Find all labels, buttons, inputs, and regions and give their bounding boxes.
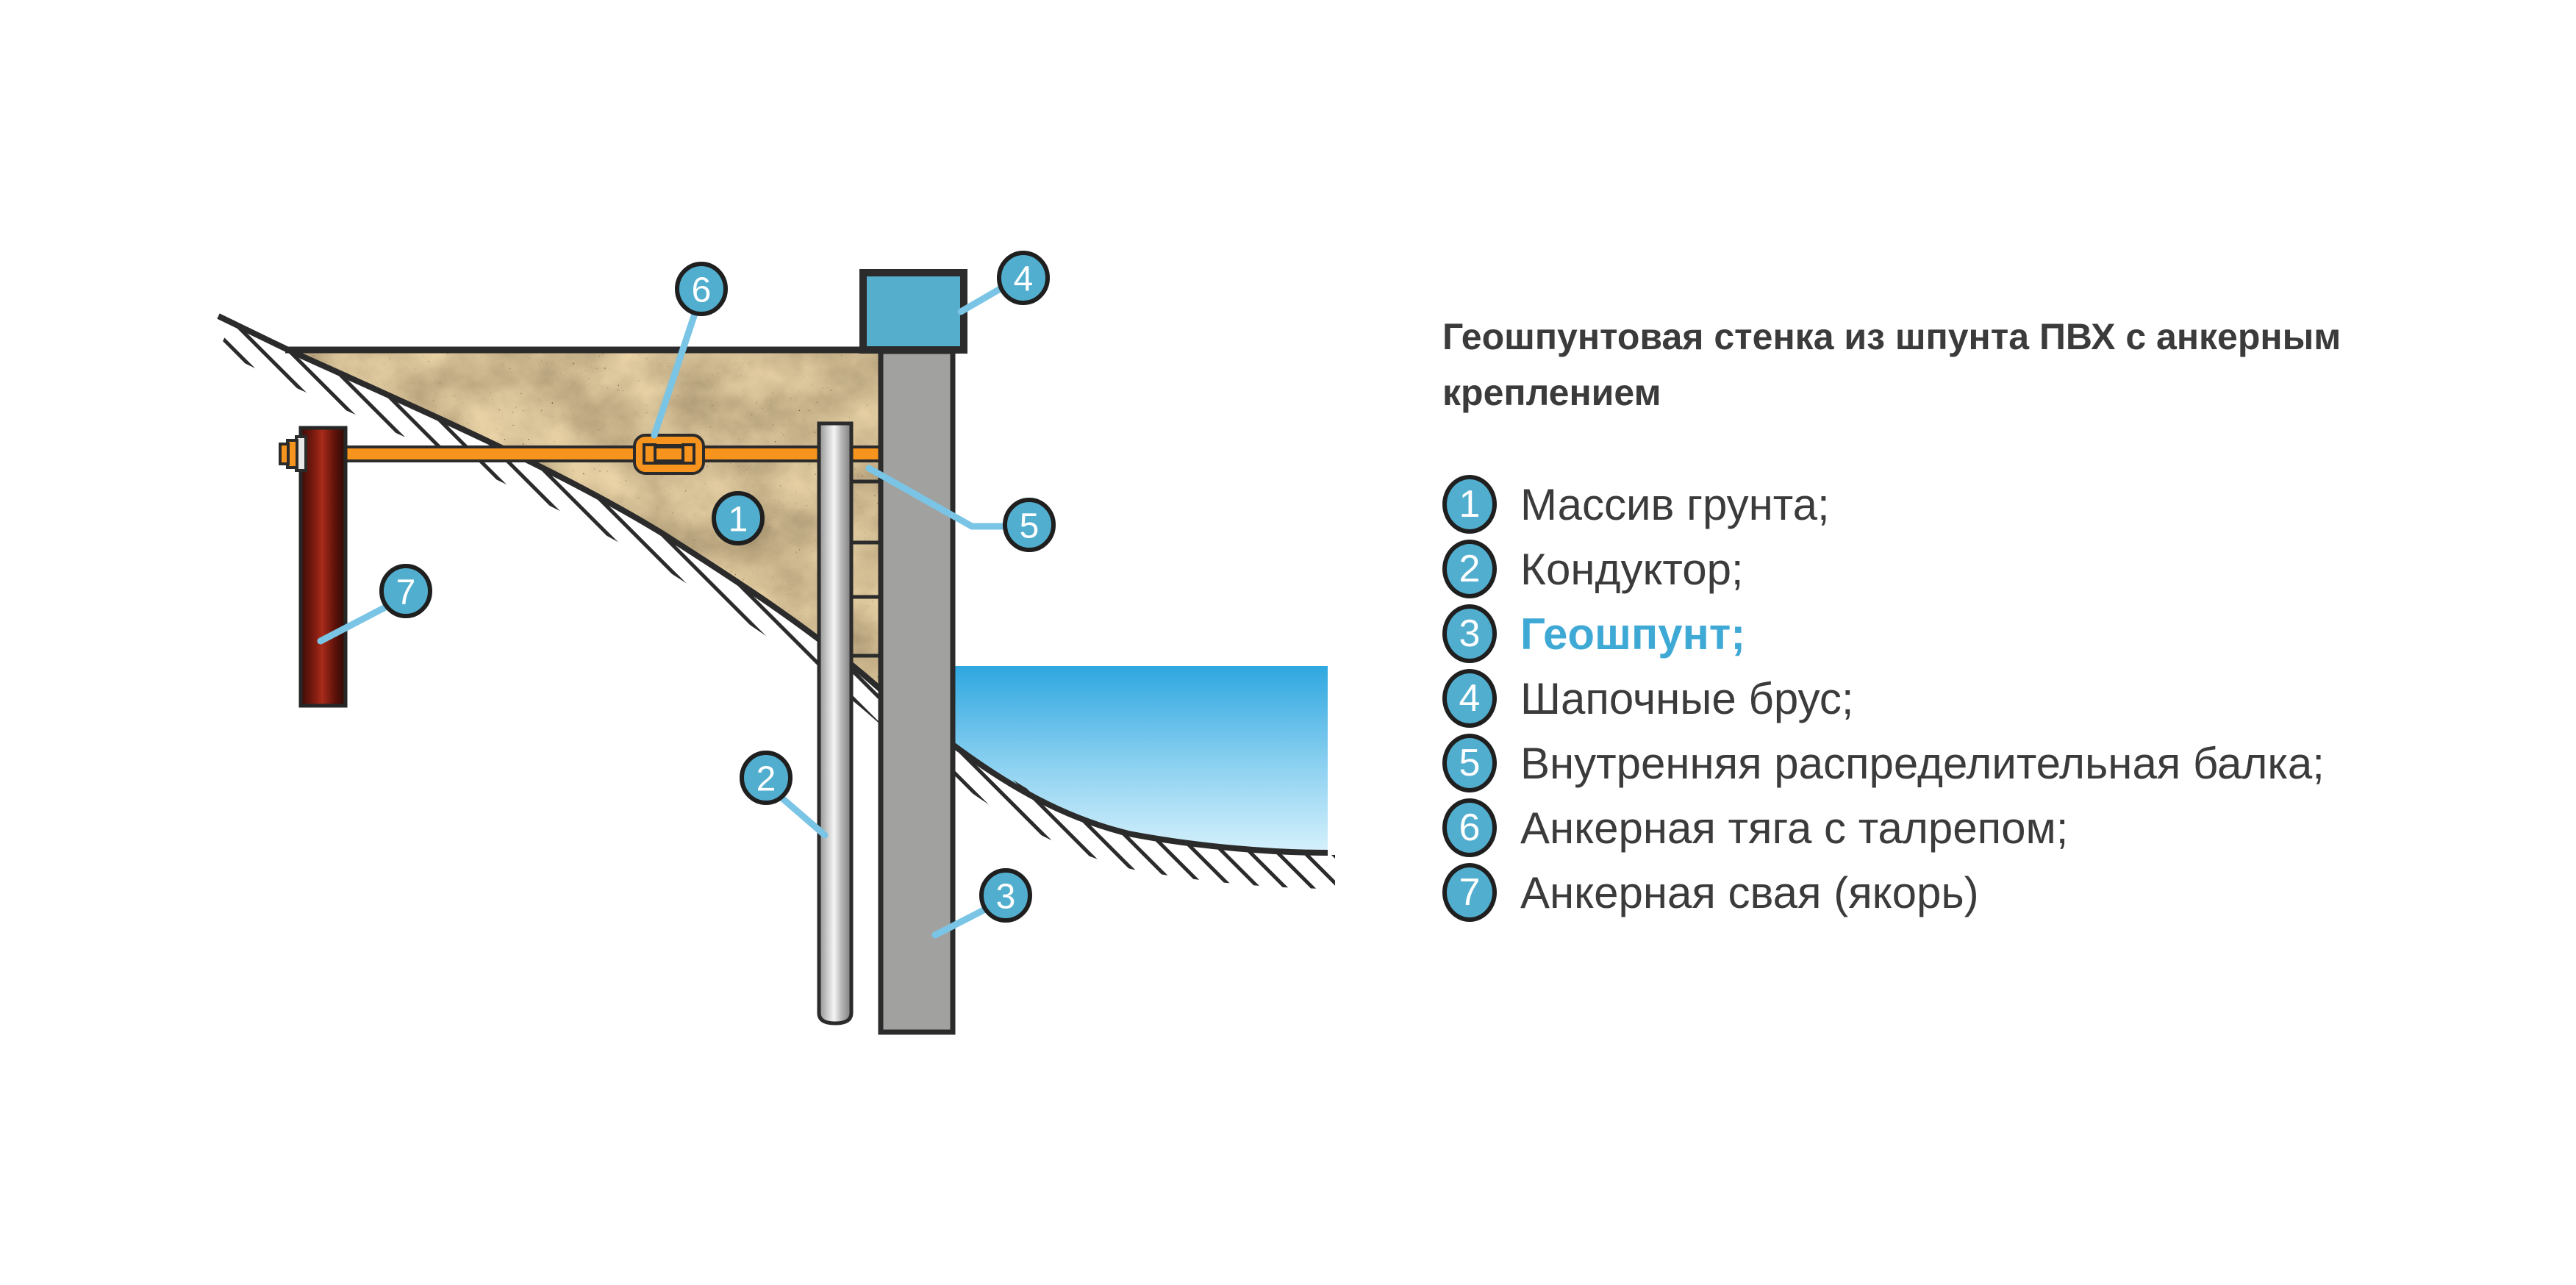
turnbuckle: [633, 434, 705, 475]
leader-lines: [317, 284, 1009, 939]
legend-item-3-label: Геошпунт;: [1520, 609, 1746, 659]
legend-item-7: 7 Анкерная свая (якорь): [1442, 860, 2545, 925]
callout-1-number: 1: [729, 501, 748, 540]
callout-6-number: 6: [692, 271, 712, 310]
callout-7-number: 7: [396, 573, 416, 612]
legend-item-1-number: 1: [1442, 475, 1497, 534]
water-body: [953, 666, 1328, 853]
legend-item-3: 3 Геошпунт;: [1442, 601, 2545, 666]
legend-item-2-number: 2: [1442, 540, 1497, 598]
diagram-title-line-2: креплением: [1442, 372, 1661, 413]
legend-item-3-number: 3: [1442, 604, 1497, 663]
legend-item-5: 5 Внутренняя распределительная балка;: [1442, 731, 2545, 795]
callout-6: 6: [675, 262, 728, 316]
callout-4: 4: [997, 251, 1050, 305]
legend-item-4: 4 Шапочные брус;: [1442, 666, 2545, 731]
cap-beam: [859, 269, 967, 354]
callout-1: 1: [712, 491, 765, 545]
anchor-pile: [298, 426, 348, 708]
legend-item-7-number: 7: [1442, 863, 1497, 922]
legend-item-6: 6 Анкерная тяга с талрепом;: [1442, 795, 2545, 860]
callout-3: 3: [979, 868, 1032, 923]
diagram-title-line-1: Геошпунтовая стенка из шпунта ПВХ с анке…: [1442, 316, 2341, 357]
legend-item-4-number: 4: [1442, 669, 1497, 728]
legend-panel: Геошпунтовая стенка из шпунта ПВХ с анке…: [1442, 309, 2545, 925]
sheet-pile-wall: [878, 348, 956, 1035]
callout-2-number: 2: [756, 760, 776, 799]
callout-5-number: 5: [1020, 507, 1040, 546]
leader-3: [931, 906, 989, 939]
legend-item-1: 1 Массив грунта;: [1442, 472, 2545, 537]
callout-4-number: 4: [1014, 260, 1034, 299]
wall-interlock-ticks: [850, 479, 882, 658]
legend-item-7-label: Анкерная свая (якорь): [1520, 867, 1979, 917]
diagram-title: Геошпунтовая стенка из шпунта ПВХ с анке…: [1442, 309, 2545, 420]
leader-2: [778, 794, 829, 839]
legend-item-5-label: Внутренняя распределительная балка;: [1520, 738, 2325, 788]
callout-circles: 1 2 3 4 5 6 7: [379, 251, 1056, 923]
callout-7: 7: [379, 564, 432, 618]
callout-5: 5: [1003, 498, 1056, 552]
leader-7: [317, 602, 392, 645]
legend-item-6-number: 6: [1442, 798, 1497, 857]
legend-item-1-label: Массив грунта;: [1520, 479, 1830, 529]
legend-item-2-label: Кондуктор;: [1520, 544, 1744, 594]
legend-item-4-label: Шапочные брус;: [1520, 673, 1854, 723]
legend-item-5-number: 5: [1442, 734, 1497, 792]
leader-5: [865, 465, 1009, 530]
legend-item-6-label: Анкерная тяга с талрепом;: [1520, 803, 2069, 853]
soil-mass: [288, 350, 882, 690]
anchor-rod: [291, 445, 885, 462]
anchor-head-nut: [279, 435, 307, 472]
legend-item-2: 2 Кондуктор;: [1442, 537, 2545, 601]
callout-2: 2: [740, 751, 793, 805]
callout-3-number: 3: [996, 878, 1016, 917]
legend-items: 1 Массив грунта; 2 Кондуктор; 3 Геошпунт…: [1442, 472, 2545, 925]
leader-4: [957, 284, 1005, 315]
leader-6: [651, 308, 699, 439]
conductor-pile: [817, 421, 854, 1026]
